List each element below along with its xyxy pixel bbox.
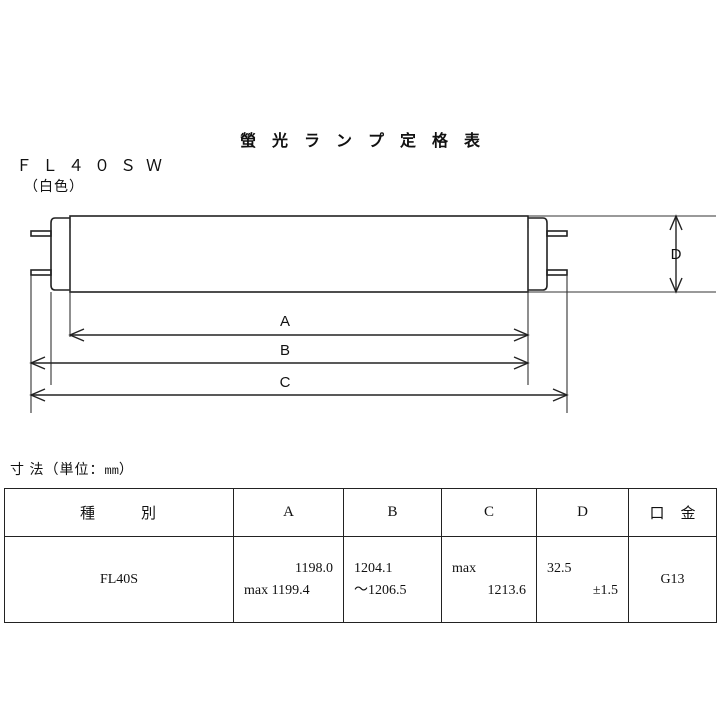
cell-c-line2: 1213.6 bbox=[487, 582, 527, 598]
cell-base-value: G13 bbox=[660, 571, 685, 587]
left-end-cap bbox=[50, 217, 70, 291]
cell-b-line2: ～1206.5 bbox=[354, 582, 407, 598]
arrowhead-a-left bbox=[68, 328, 85, 342]
arrowhead-a-right bbox=[513, 328, 530, 342]
dimension-label-a: A bbox=[280, 313, 290, 330]
left-pin-lower bbox=[30, 269, 52, 276]
right-pin-upper bbox=[546, 230, 568, 237]
dimension-caption: 寸 法（単位：mm） bbox=[10, 459, 134, 479]
dimension-label-b: B bbox=[280, 342, 290, 359]
cell-a-line2: max 1199.4 bbox=[244, 582, 310, 598]
arrowhead-b-right bbox=[513, 356, 530, 370]
cell-b-line1: 1204.1 bbox=[354, 560, 393, 576]
cell-kind-value: FL40S bbox=[99, 571, 139, 587]
model-designation: Ｆ Ｌ ４ ０ Ｓ Ｗ bbox=[16, 158, 166, 175]
dimension-caption-prefix: 寸 法（単位： bbox=[10, 463, 105, 478]
table-header-row: 種別 A B C D 口金 bbox=[4, 488, 717, 537]
dimension-label-d: D bbox=[671, 246, 682, 263]
cell-c-line1: max bbox=[452, 560, 477, 576]
cell-c: max 1213.6 bbox=[441, 536, 537, 623]
model-color-label: （白色） bbox=[24, 180, 84, 195]
cell-d-line1: 32.5 bbox=[547, 560, 572, 576]
cell-d-line2: ±1.5 bbox=[592, 582, 618, 598]
arrowhead-d-top bbox=[669, 214, 683, 231]
cell-a: 1198.0 max 1199.4 bbox=[233, 536, 344, 623]
specification-table: 種別 A B C D 口金 FL40S 1198.0 max 1199.4 bbox=[4, 488, 717, 623]
header-base-left: 口 bbox=[649, 506, 665, 522]
table-row: FL40S 1198.0 max 1199.4 1204.1 ～1206.5 bbox=[4, 536, 717, 623]
arrowhead-b-left bbox=[29, 356, 46, 370]
header-cell-a: A bbox=[233, 488, 344, 537]
cell-b: 1204.1 ～1206.5 bbox=[343, 536, 442, 623]
arrowhead-c-right bbox=[552, 388, 569, 402]
cell-base: G13 bbox=[628, 536, 717, 623]
header-kind-right: 別 bbox=[141, 506, 159, 522]
arrowhead-d-bottom bbox=[669, 277, 683, 294]
cell-a-line1: 1198.0 bbox=[295, 560, 333, 576]
cell-kind: FL40S bbox=[4, 536, 234, 623]
cell-d: 32.5 ±1.5 bbox=[536, 536, 629, 623]
arrowhead-c-left bbox=[29, 388, 46, 402]
header-cell-kind: 種別 bbox=[4, 488, 234, 537]
dimension-caption-unit: mm bbox=[104, 464, 119, 478]
left-pin-upper bbox=[30, 230, 52, 237]
right-pin-lower bbox=[546, 269, 568, 276]
header-cell-base: 口金 bbox=[628, 488, 717, 537]
header-kind-left: 種 bbox=[79, 506, 97, 522]
tube-body bbox=[69, 215, 529, 293]
dimension-label-c: C bbox=[280, 374, 291, 391]
right-end-cap bbox=[528, 217, 548, 291]
header-cell-c: C bbox=[441, 488, 537, 537]
header-cell-d: D bbox=[536, 488, 629, 537]
page-title: 螢 光 ラ ン プ 定 格 表 bbox=[239, 133, 486, 150]
header-base-right: 金 bbox=[680, 506, 696, 522]
header-cell-b: B bbox=[343, 488, 442, 537]
lamp-dimension-drawing: A B C D bbox=[29, 214, 716, 413]
dimension-caption-suffix: ） bbox=[118, 463, 134, 478]
